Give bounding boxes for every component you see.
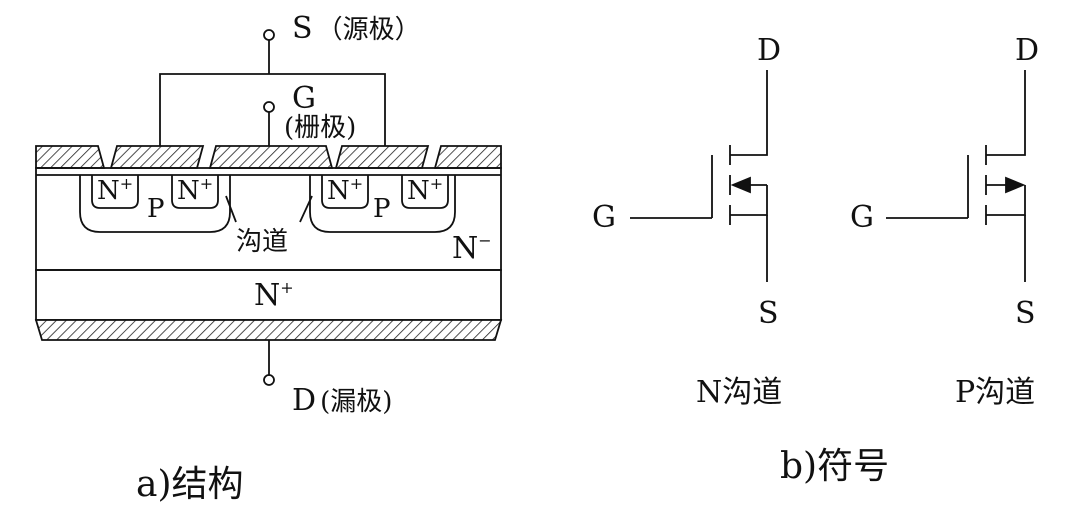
nplus-label-1: N+ [97, 174, 133, 206]
structure-labels: S（源极） G (栅极) N+ P N+ N+ P N+ 沟道 N− N+ D(… [97, 11, 492, 505]
p-channel-symbol [886, 70, 1026, 282]
p-drain-wire [986, 70, 1026, 156]
p-label-left: P [147, 194, 165, 224]
top-metal-2 [433, 145, 502, 169]
n-drain-label: D [757, 33, 781, 68]
channel-label: 沟道 [236, 227, 288, 257]
n-gate-label: G [592, 200, 616, 235]
structure-diagram [34, 29, 503, 386]
nplus-pocket-4 [401, 175, 449, 209]
n-drain-wire [730, 70, 768, 156]
gate-terminal [263, 101, 275, 113]
source-bus [159, 73, 386, 146]
nplus-label-4: N+ [407, 174, 443, 206]
drain-terminal [263, 374, 275, 386]
nplus-pocket-1 [91, 175, 139, 209]
gate-label-cn: (栅极) [284, 113, 356, 143]
nplus-label-2: N+ [177, 174, 213, 206]
drain-metal [34, 319, 503, 341]
n-channel-caption: N沟道 [696, 375, 782, 410]
channel-leader-right [299, 195, 313, 223]
source-metal-2 [334, 145, 430, 169]
nplus-substrate-label: N+ [254, 278, 294, 313]
n-source-label: S [758, 296, 779, 331]
p-channel-caption: P沟道 [955, 375, 1035, 410]
n-channel-labels: D G S N沟道 [592, 33, 782, 410]
source-terminal [263, 29, 275, 41]
nplus-pocket-3 [321, 175, 369, 209]
symbols-caption: b)符号 [780, 446, 889, 487]
nplus-label-3: N+ [327, 174, 363, 206]
p-label-right: P [373, 194, 391, 224]
channel-leader-left [225, 195, 237, 223]
source-label: S（源极） [292, 11, 421, 46]
p-source-label: S [1015, 296, 1036, 331]
p-well-left [79, 175, 231, 233]
gate-label-letter: G [292, 81, 316, 116]
p-drain-label: D [1015, 33, 1039, 68]
gate-electrode [208, 145, 334, 169]
p-channel-labels: D G S P沟道 [850, 33, 1039, 410]
n-body-arrow-icon [730, 176, 751, 194]
structure-caption: a)结构 [136, 464, 244, 505]
p-body-arrow-icon [1005, 176, 1026, 194]
top-metal-1 [35, 145, 106, 169]
n-channel-symbol [630, 70, 768, 282]
nplus-pocket-2 [171, 175, 219, 209]
drain-label: D(漏极) [292, 383, 392, 418]
source-metal-1 [109, 145, 205, 169]
p-well-right [309, 175, 456, 233]
nminus-label: N− [452, 231, 492, 266]
p-gate-label: G [850, 200, 874, 235]
